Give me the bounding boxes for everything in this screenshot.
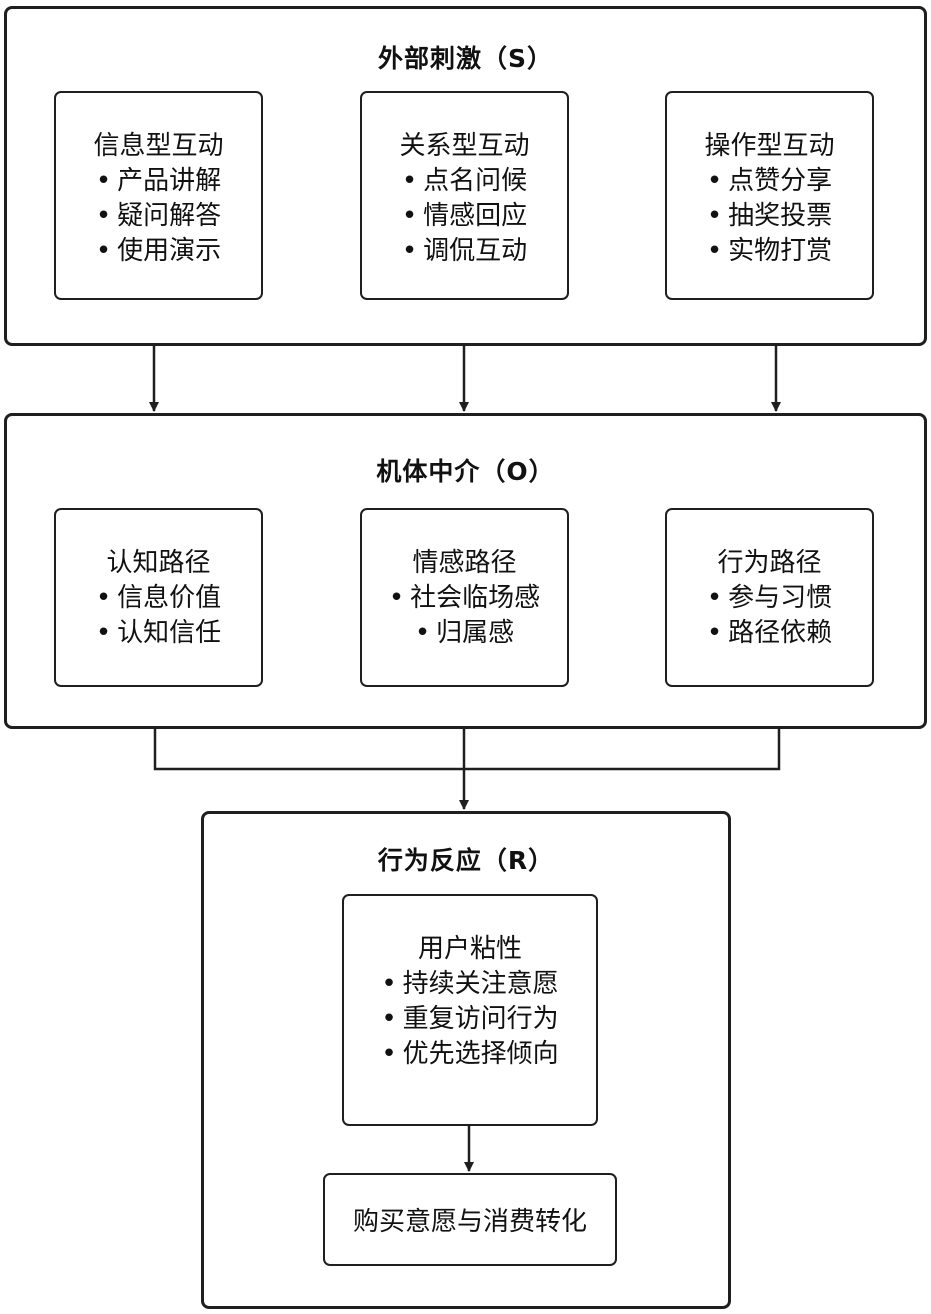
list-item: •信息价值: [96, 581, 221, 616]
response-box-stickiness: 用户粘性 •持续关注意愿 •重复访问行为 •优先选择倾向: [342, 894, 598, 1126]
bullet-icon: •: [95, 583, 112, 613]
bullet-icon: •: [706, 618, 723, 648]
stimulus-section-title: 外部刺激（S）: [377, 44, 553, 73]
organism-box-emotional: 情感路径 •社会临场感 •归属感: [360, 508, 569, 687]
response-box-title: 用户粘性: [417, 934, 522, 964]
list-item: •优先选择倾向: [381, 1037, 558, 1072]
bullet-icon: •: [706, 201, 723, 231]
response-section-title: 行为反应（R）: [377, 846, 555, 875]
bullet-icon: •: [706, 583, 723, 613]
stimulus-box-title: 关系型互动: [399, 131, 530, 161]
bullet-icon: •: [381, 1004, 397, 1034]
bullet-icon: •: [95, 166, 112, 196]
list-item: •重复访问行为: [381, 1002, 558, 1037]
list-item: •疑问解答: [96, 199, 221, 234]
stimulus-box-info: 信息型互动 •产品讲解 •疑问解答 •使用演示: [54, 91, 263, 300]
list-item: •调侃互动: [402, 234, 527, 269]
organism-box-behavioral: 行为路径 •参与习惯 •路径依赖: [665, 508, 874, 687]
merge-bracket: [153, 729, 781, 771]
bullet-icon: •: [95, 618, 112, 648]
list-item: •认知信任: [96, 616, 221, 651]
organism-box-title: 情感路径: [412, 548, 517, 578]
list-item: •抽奖投票: [707, 199, 832, 234]
organism-box-title: 行为路径: [717, 548, 822, 578]
list-item: •路径依赖: [707, 616, 832, 651]
bullet-icon: •: [381, 969, 397, 999]
list-item: •点名问候: [402, 164, 527, 199]
list-item: •归属感: [415, 616, 514, 651]
list-item: •参与习惯: [707, 581, 832, 616]
list-item: •实物打赏: [707, 234, 832, 269]
organism-box-title: 认知路径: [106, 548, 211, 578]
stimulus-box-title: 操作型互动: [704, 131, 835, 161]
list-item: •产品讲解: [96, 164, 221, 199]
bullet-icon: •: [414, 618, 431, 648]
final-outcome-box: 购买意愿与消费转化: [323, 1173, 617, 1266]
list-item: •使用演示: [96, 234, 221, 269]
bullet-icon: •: [401, 236, 418, 266]
list-item: •社会临场感: [389, 581, 540, 616]
bullet-icon: •: [401, 201, 418, 231]
list-item: •情感回应: [402, 199, 527, 234]
list-item: •持续关注意愿: [381, 967, 558, 1002]
organism-box-cognitive: 认知路径 •信息价值 •认知信任: [54, 508, 263, 687]
organism-section-title: 机体中介（O）: [376, 457, 555, 486]
bullet-icon: •: [401, 166, 418, 196]
bullet-icon: •: [388, 583, 405, 613]
stimulus-box-operation: 操作型互动 •点赞分享 •抽奖投票 •实物打赏: [665, 91, 874, 300]
bullet-icon: •: [95, 201, 112, 231]
bullet-icon: •: [381, 1039, 397, 1069]
list-item: •点赞分享: [707, 164, 832, 199]
stimulus-box-title: 信息型互动: [93, 131, 224, 161]
bullet-icon: •: [706, 236, 723, 266]
bullet-icon: •: [706, 166, 723, 196]
bullet-icon: •: [95, 236, 112, 266]
stimulus-box-relation: 关系型互动 •点名问候 •情感回应 •调侃互动: [360, 91, 569, 300]
